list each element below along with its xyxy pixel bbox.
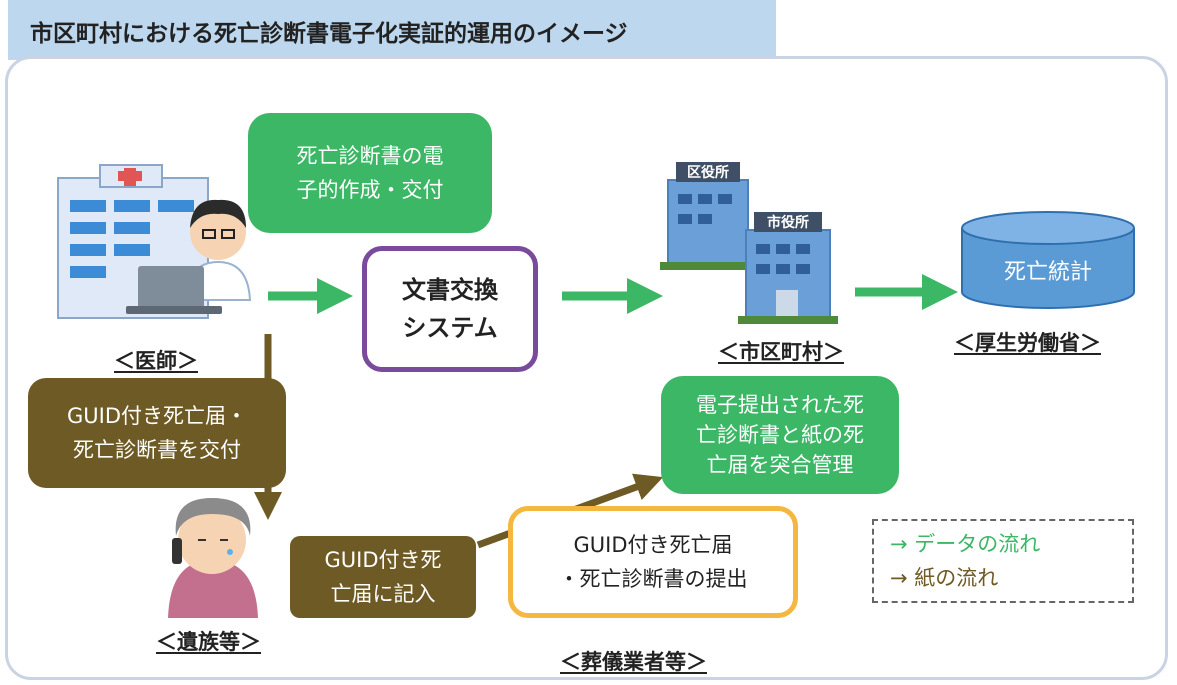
family-label: ＜遺族等＞ [156,630,261,654]
legend-paper-flow: → 紙の流れ [890,566,999,590]
guid-issue-box: GUID付き死亡届・ 死亡診断書を交付 [28,378,286,488]
guid-submit-box: GUID付き死亡届 ・死亡診断書の提出 [508,506,798,618]
ministry-label: ＜厚生労働省＞ [954,331,1101,355]
match-management-box: 電子提出された死 亡診断書と紙の死 亡届を突合管理 [661,376,899,494]
document-exchange-system-box: 文書交換 システム [362,246,538,372]
doctor-label: ＜医師＞ [114,349,198,373]
legend-data-flow: → データの流れ [890,532,1041,556]
ward-office-building-icon: 区役所 [660,162,756,270]
legend: → データの流れ → 紙の流れ [872,519,1134,603]
death-statistics-database: 死亡統計 [1003,260,1092,285]
city-office-building-icon: 市役所 [738,212,838,324]
guid-fill-box: GUID付き死 亡届に記入 [290,536,476,618]
bereaved-person-icon [168,498,258,618]
funeral-label: ＜葬儀業者等＞ [560,650,707,674]
city-office-sign: 市役所 [767,214,809,231]
electronic-issue-box: 死亡診断書の電 子的作成・交付 [248,113,492,233]
page-title: 市区町村における死亡診断書電子化実証的運用のイメージ [8,0,776,60]
ward-office-sign: 区役所 [687,164,729,181]
laptop-icon [126,266,222,314]
municipality-label: ＜市区町村＞ [718,340,844,364]
